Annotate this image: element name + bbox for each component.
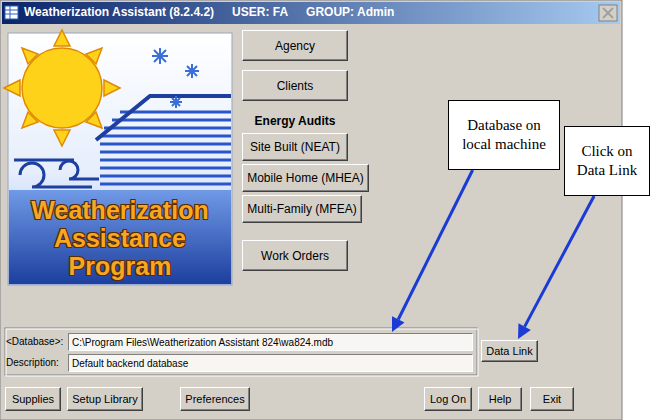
button-label: Multi-Family (MFEA)	[247, 202, 356, 216]
audit-button: Mobile Home (MHEA)	[242, 164, 369, 192]
button-label: Exit	[543, 393, 561, 405]
button-label: Clients	[277, 79, 314, 93]
menu-button: Clients	[242, 70, 348, 101]
title-bar	[2, 2, 620, 24]
menu-button: Agency	[242, 30, 348, 61]
audit-button: Multi-Family (MFEA)	[242, 195, 362, 223]
app-icon	[5, 6, 18, 19]
database-field: C:\Program Files\Weatherization Assistan…	[68, 333, 473, 351]
audit-button: Site Built (NEAT)	[242, 133, 348, 161]
callout-arrow	[518, 196, 594, 339]
button-label: Site Built (NEAT)	[250, 140, 340, 154]
button-label: Preferences	[185, 393, 244, 405]
logo-text: Program	[8, 252, 232, 281]
description-field: Default backend database	[68, 354, 473, 372]
title-text: GROUP: Admin	[306, 5, 394, 19]
toolbar-button: Exit	[530, 387, 574, 411]
logo-text: Weatherization	[8, 196, 232, 225]
button-label: Data Link	[486, 345, 532, 357]
button-label: Default backend database	[72, 358, 188, 369]
button-label: Agency	[275, 39, 315, 53]
close-button	[599, 5, 617, 21]
program-logo	[4, 30, 232, 285]
button-label: C:\Program Files\Weatherization Assistan…	[72, 337, 333, 348]
app-window: Weatherization Assistant (8.2.4.2) USER: …	[0, 0, 622, 420]
field-label: <Database>:	[6, 336, 63, 347]
button-label: Supplies	[12, 393, 54, 405]
database-group-box	[5, 328, 478, 376]
toolbar-button: Setup Library	[67, 387, 143, 411]
toolbar-button: Supplies	[5, 387, 61, 411]
logo-text: Assistance	[8, 224, 232, 253]
menu-button: Work Orders	[242, 240, 348, 271]
callout-arrow	[392, 170, 473, 332]
button-label: Setup Library	[72, 393, 137, 405]
window-body	[0, 0, 622, 420]
callout-text: Click on Data Link	[571, 142, 643, 180]
toolbar-button: Preferences	[180, 387, 250, 411]
data-link-button: Data Link	[481, 340, 538, 362]
toolbar-button: Log On	[424, 387, 472, 411]
field-label: Description:	[6, 357, 59, 368]
button-label: Mobile Home (MHEA)	[247, 171, 364, 185]
callout-box: Click on Data Link	[564, 126, 650, 196]
title-text: Weatherization Assistant (8.2.4.2)	[24, 5, 214, 19]
callout-box: Database on local machine	[448, 100, 560, 170]
section-label: Energy Audits	[242, 114, 348, 128]
toolbar-button: Help	[478, 387, 522, 411]
button-label: Help	[489, 393, 512, 405]
title-text: USER: FA	[232, 5, 288, 19]
callout-text: Database on local machine	[455, 116, 553, 154]
button-label: Log On	[430, 393, 466, 405]
button-label: Work Orders	[261, 249, 329, 263]
